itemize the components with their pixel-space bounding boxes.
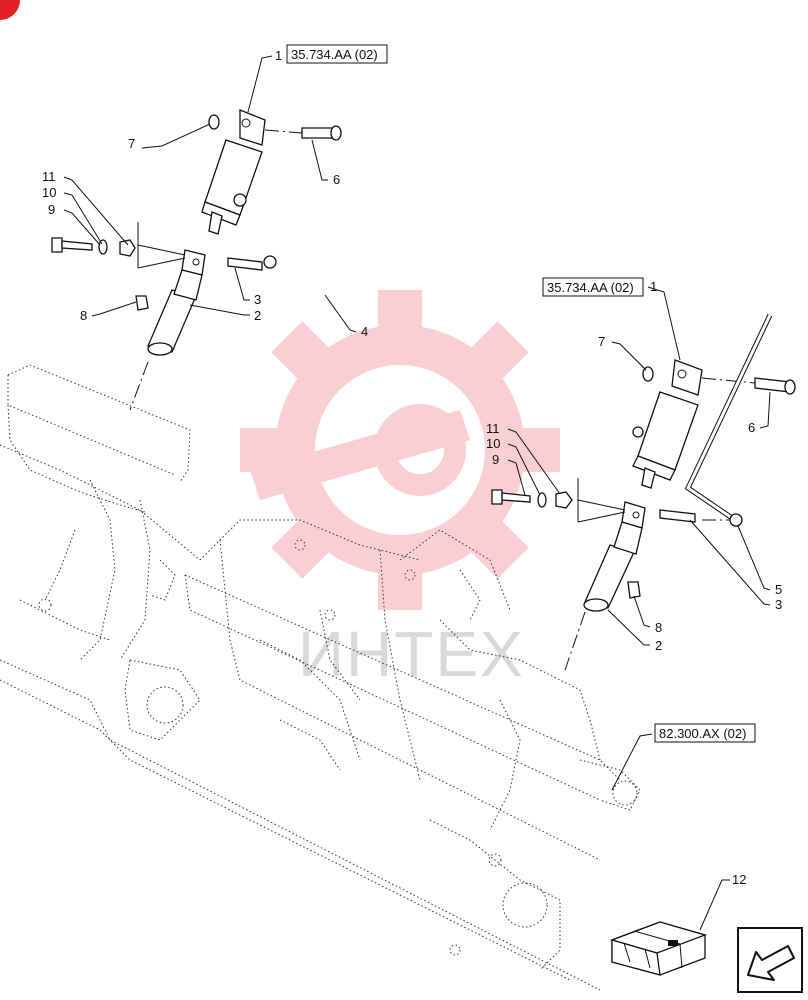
- valve-2-left[interactable]: [147, 249, 206, 356]
- left-cylinder-assembly: [51, 109, 410, 411]
- callout-1-right[interactable]: 1: [650, 279, 657, 294]
- svg-text:35.734.AA (02): 35.734.AA (02): [547, 280, 634, 295]
- cylinder-1-right[interactable]: [632, 359, 703, 489]
- callout-9-right[interactable]: 9: [492, 452, 499, 467]
- watermark-gear-logo: [240, 290, 560, 610]
- pin-6-left[interactable]: [264, 125, 342, 141]
- cylinder-1-left[interactable]: [201, 109, 266, 235]
- fitting-8-right[interactable]: [627, 581, 641, 599]
- washer-10-left[interactable]: [98, 239, 108, 255]
- bolt-9-right[interactable]: [491, 489, 531, 505]
- callout-12[interactable]: 12: [732, 872, 746, 887]
- callout-6-left[interactable]: 6: [333, 172, 340, 187]
- ref-box-right[interactable]: 35.734.AA (02): [542, 277, 644, 297]
- watermark-text: ИНТЕХ: [298, 618, 525, 690]
- callout-7-left[interactable]: 7: [128, 136, 135, 151]
- callout-11-right[interactable]: 11: [486, 421, 500, 436]
- bolt-9-left[interactable]: [51, 237, 93, 253]
- callout-5[interactable]: 5: [775, 582, 782, 597]
- callout-9-left[interactable]: 9: [48, 202, 55, 217]
- clip-7-right[interactable]: [642, 366, 654, 382]
- valve-2-right[interactable]: [583, 501, 646, 612]
- nut-11-right[interactable]: [555, 491, 573, 509]
- red-corner-mark: [0, 0, 20, 20]
- callout-1-left[interactable]: 1: [275, 48, 282, 63]
- clip-7-left[interactable]: [208, 114, 220, 130]
- callout-8-left[interactable]: 8: [80, 308, 87, 323]
- callout-2-right[interactable]: 2: [655, 638, 662, 653]
- leader-lines: [63, 55, 771, 931]
- rod-5[interactable]: [684, 313, 773, 527]
- loader-frame-outline: [0, 364, 641, 991]
- nut-11-left[interactable]: [119, 239, 136, 257]
- callout-6-right[interactable]: 6: [748, 420, 755, 435]
- crate-box-icon[interactable]: [609, 921, 708, 976]
- callout-10-left[interactable]: 10: [42, 185, 56, 200]
- right-cylinder-assembly: [491, 313, 796, 671]
- svg-text:35.734.AA (02): 35.734.AA (02): [291, 47, 378, 62]
- fitting-8-left[interactable]: [135, 295, 149, 311]
- callout-7-right[interactable]: 7: [598, 334, 605, 349]
- callout-10-right[interactable]: 10: [486, 436, 500, 451]
- callout-8-right[interactable]: 8: [655, 620, 662, 635]
- callout-4[interactable]: 4: [361, 324, 368, 339]
- washer-10-right[interactable]: [537, 492, 547, 508]
- rod-4[interactable]: [263, 117, 410, 295]
- callout-11-left[interactable]: 11: [42, 169, 56, 184]
- callout-3-right[interactable]: 3: [775, 597, 782, 612]
- ref-box-top[interactable]: 35.734.AA (02): [286, 44, 388, 64]
- ref-box-frame[interactable]: 82.300.AX (02): [654, 723, 756, 743]
- svg-text:82.300.AX (02): 82.300.AX (02): [659, 726, 746, 741]
- arrow-back-icon[interactable]: [737, 927, 803, 993]
- callout-3-left[interactable]: 3: [254, 292, 261, 307]
- pin-3-right[interactable]: [659, 509, 696, 523]
- callouts: 1 7 6 11 10 9 3 8 2 4 1 7 6 11 10 9 5 3 …: [42, 48, 782, 887]
- pin-6-right[interactable]: [701, 377, 796, 395]
- callout-2-left[interactable]: 2: [254, 308, 261, 323]
- pin-3-left[interactable]: [227, 257, 263, 271]
